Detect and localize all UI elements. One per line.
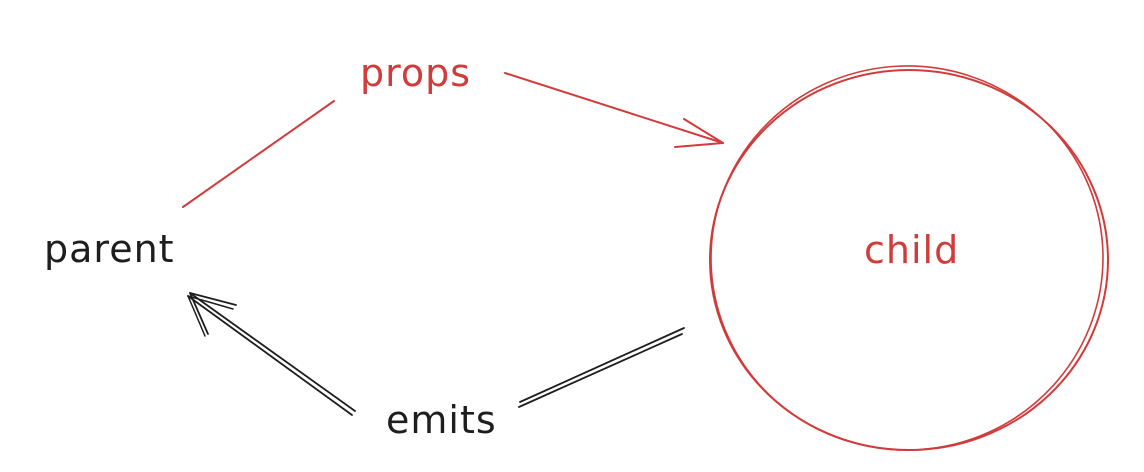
props-edge (182, 72, 724, 208)
emits-line-right-a (519, 327, 685, 403)
props-edge-label: props (360, 51, 472, 95)
emits-arrowhead-b (187, 295, 234, 337)
child-circle-stroke-b (710, 65, 1104, 451)
emits-edge-label: emits (386, 398, 497, 442)
emits-edge (187, 292, 685, 416)
emits-line-left-a (189, 292, 356, 412)
props-arrowhead (674, 118, 724, 148)
props-line-right (504, 72, 724, 144)
emits-line-left-b (187, 295, 353, 416)
emits-arrowhead-a (189, 292, 237, 335)
props-line-left (182, 100, 335, 208)
emits-line-right-b (518, 333, 683, 408)
child-node-circle (709, 65, 1109, 451)
parent-node-label: parent (44, 227, 175, 271)
child-node-label: child (864, 228, 960, 272)
